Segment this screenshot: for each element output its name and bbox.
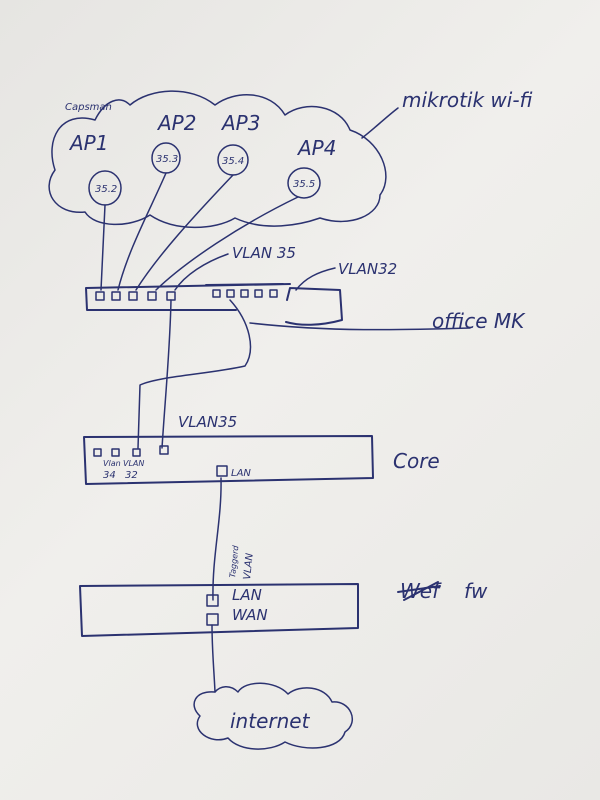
fw-strikethrough: [397, 581, 441, 601]
internet-cloud-outline: [193, 682, 353, 750]
vlan35-upper-label: VLAN 35: [232, 244, 296, 262]
fw-lan-label: LAN: [232, 586, 262, 604]
ap1-ip: 35.2: [95, 184, 117, 195]
capsman-caption: Capsman: [65, 102, 112, 113]
core-lan-label: LAN: [231, 468, 251, 479]
core-port-2: [111, 448, 120, 457]
ap3-link: [135, 174, 234, 291]
office-port-8: [240, 289, 249, 298]
wifi-cloud-pointer-line: [361, 107, 399, 139]
core-switch-box: [83, 435, 374, 485]
office-port-7: [226, 289, 235, 298]
ap1-link: [100, 204, 106, 291]
fw-wan-label: WAN: [232, 606, 268, 624]
office-switch-tail: [249, 322, 471, 331]
office-port-1: [95, 291, 105, 301]
vlan32-right-label: VLAN32: [338, 260, 397, 278]
core-port-32: 32: [125, 470, 138, 481]
office-core-vlan32-link: [137, 299, 252, 449]
office-port-3: [128, 291, 138, 301]
ap1-label: AP1: [68, 131, 108, 155]
trunk-label-line2: VLAN: [242, 552, 256, 580]
core-port-vlan-b: VLAN: [123, 459, 144, 468]
firewall-box: [79, 583, 359, 637]
core-lan-port: [216, 465, 228, 477]
wifi-cloud-outline: [48, 90, 387, 229]
ap4-ip: 35.5: [293, 179, 315, 190]
core-port-vlan-a: Vlan: [103, 459, 121, 468]
mikrotik-wifi-title: mikrotik wi-fi: [402, 88, 533, 112]
vlan32-pointer: [295, 267, 336, 291]
core-port-34: 34: [103, 470, 116, 481]
office-switch-right-box: [205, 283, 343, 326]
office-core-trunk-link: [161, 299, 172, 449]
office-port-6: [212, 289, 221, 298]
internet-label: internet: [230, 709, 311, 733]
ap4-link: [155, 196, 299, 291]
core-port-3: [132, 448, 141, 457]
core-port-1: [93, 448, 102, 457]
office-port-4: [147, 291, 157, 301]
office-port-9: [254, 289, 263, 298]
office-port-5: [166, 291, 176, 301]
ap4-node: [287, 167, 321, 199]
fw-internet-link: [211, 624, 216, 693]
ap3-label: AP3: [220, 111, 260, 135]
ap4-label: AP4: [296, 136, 336, 160]
office-mk-label: office MK: [432, 309, 526, 333]
core-label: Core: [393, 449, 440, 473]
office-port-10: [269, 289, 278, 298]
fw-lan-port: [206, 594, 219, 607]
core-fw-trunk-link: [212, 477, 222, 601]
ap3-ip: 35.4: [222, 156, 244, 167]
ap2-label: AP2: [156, 111, 196, 135]
ap2-link: [117, 172, 167, 291]
fw-wan-port: [206, 613, 219, 626]
core-port-4: [159, 445, 169, 455]
trunk-label-line1: Taggerd: [228, 544, 240, 578]
office-port-2: [111, 291, 121, 301]
core-uplink-vlan35-label: VLAN35: [178, 413, 237, 431]
fw-label: fw: [464, 579, 488, 603]
ap2-ip: 35.3: [156, 154, 178, 165]
vlan35-pointer: [174, 253, 229, 291]
